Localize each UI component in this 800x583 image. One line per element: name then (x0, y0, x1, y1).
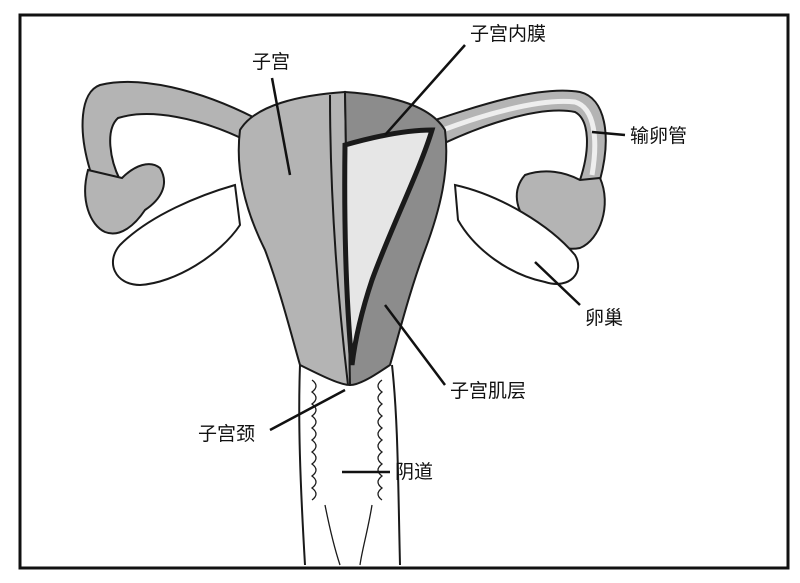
label-uterus: 子宫 (252, 51, 290, 73)
midline (329, 94, 349, 386)
label-ovary: 卵巢 (585, 307, 623, 329)
label-myometrium: 子宫肌层 (450, 380, 526, 402)
pointer-ovary (534, 261, 581, 306)
label-fallopian-tube: 输卵管 (630, 125, 687, 147)
left-ovary (111, 183, 242, 287)
pointer-myometrium (384, 304, 446, 386)
label-vagina: 阴道 (395, 461, 433, 483)
fallopian-tube-lumen (429, 98, 598, 176)
pointer-fallopian-tube (591, 130, 626, 137)
right-ovary (453, 183, 580, 285)
left-fimbriae (84, 163, 165, 235)
label-endometrium: 子宫内膜 (470, 23, 546, 45)
vagina (298, 364, 401, 566)
label-cervix: 子宫颈 (198, 423, 255, 445)
left-fallopian-tube (81, 80, 257, 187)
pointer-endometrium (384, 44, 466, 136)
uterine-cavity (342, 127, 436, 366)
frame-border (18, 13, 790, 570)
label-pointers (269, 44, 626, 474)
pointer-cervix (269, 388, 346, 432)
vaginal-rugae (310, 379, 384, 566)
uterus-body-left (237, 90, 352, 387)
pointer-uterus (270, 77, 292, 176)
